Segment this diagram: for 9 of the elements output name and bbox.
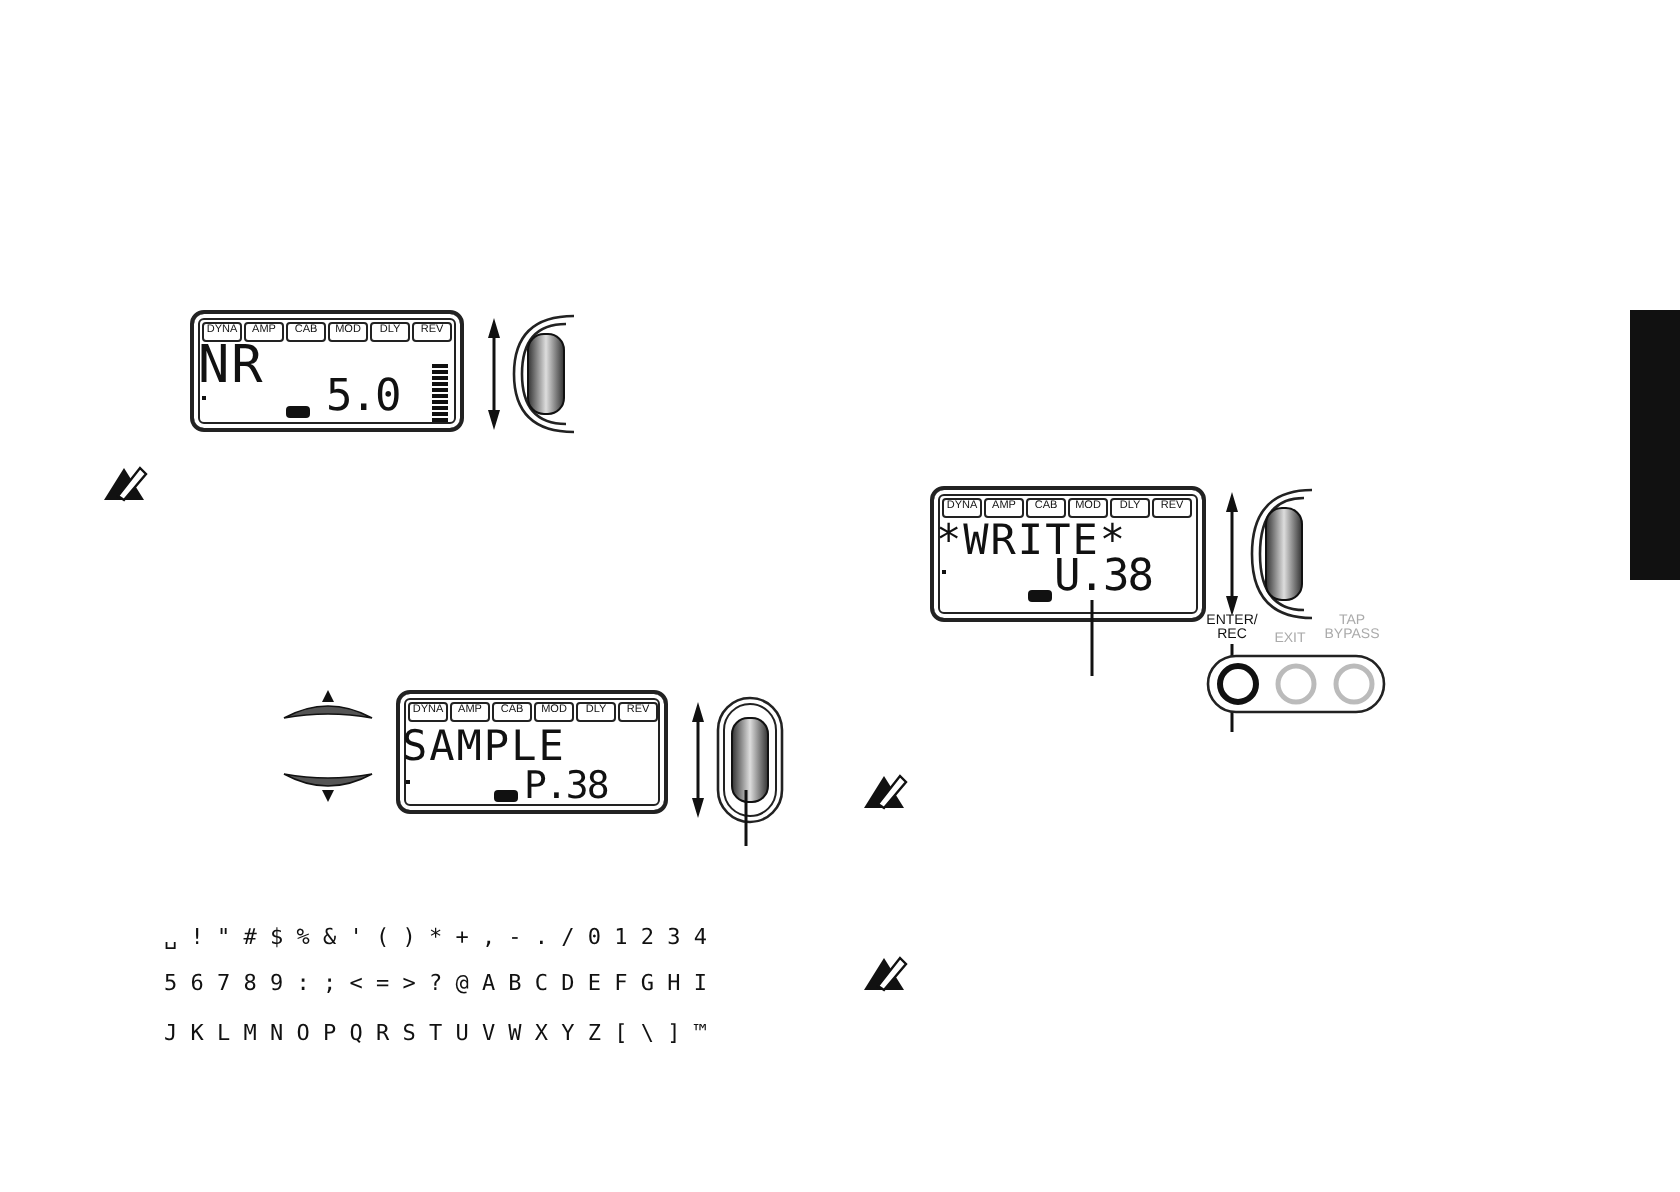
- lcd-number: 5.0: [326, 376, 400, 420]
- lcd-number: P.38: [524, 768, 608, 806]
- character-set-row: J K L M N O P Q R S T U V W X Y Z [ \ ] ™: [164, 1020, 708, 1046]
- character-set-row: ␣ ! " # $ % & ' ( ) * + , - . / 0 1 2 3 4: [164, 924, 708, 950]
- lcd-text: NR: [198, 340, 265, 392]
- leader-line: [1090, 600, 1094, 676]
- character-set-row: 5 6 7 8 9 : ; < = > ? @ A B C D E F G H I: [164, 970, 708, 996]
- lcd-number: U.38: [1054, 558, 1152, 598]
- side-tab: [1630, 310, 1680, 580]
